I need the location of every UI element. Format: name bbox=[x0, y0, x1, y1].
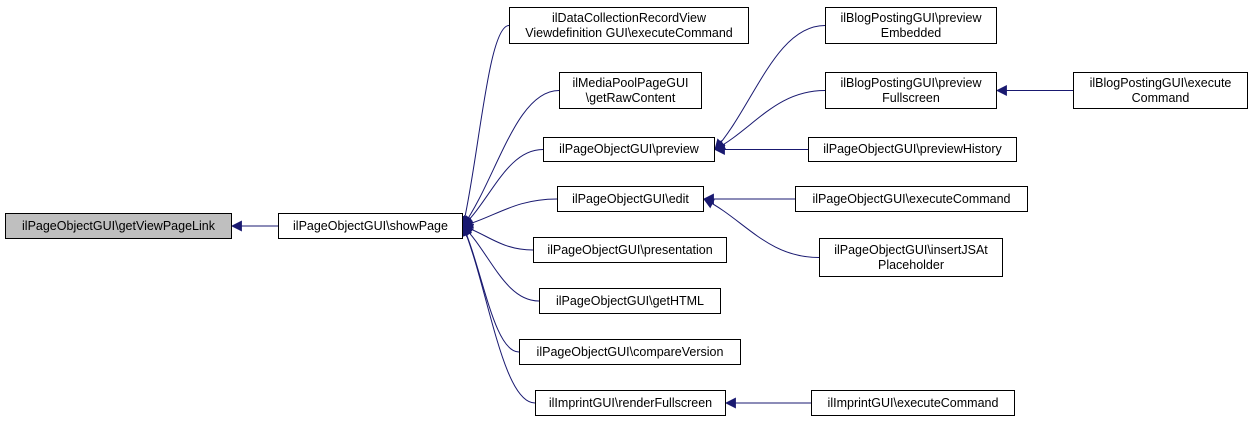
node-label: ilPageObjectGUI\getViewPageLink bbox=[22, 218, 215, 233]
node-pageobject-executecommand[interactable]: ilPageObjectGUI\executeCommand bbox=[795, 186, 1028, 212]
edge-blogembedded-to-preview bbox=[714, 25, 826, 151]
node-imprint-renderfullscreen[interactable]: ilImprintGUI\renderFullscreen bbox=[535, 390, 726, 416]
edge-compare-to-showpage bbox=[461, 224, 520, 353]
node-label: ilPageObjectGUI\preview bbox=[559, 142, 699, 156]
edge-imprintrender-to-showpage bbox=[461, 224, 536, 404]
node-label-line-2: Embedded bbox=[880, 25, 942, 40]
node-label-line-1: ilBlogPostingGUI\preview bbox=[840, 75, 982, 90]
node-label-line-1: ilPageObjectGUI\insertJSAt bbox=[834, 242, 988, 257]
node-label-line-2: Viewdefinition GUI\executeCommand bbox=[525, 25, 733, 40]
node-compareversion[interactable]: ilPageObjectGUI\compareVersion bbox=[519, 339, 741, 365]
node-label: ilPageObjectGUI\presentation bbox=[547, 242, 713, 257]
node-preview[interactable]: ilPageObjectGUI\preview bbox=[543, 137, 715, 162]
node-datacollection-executecommand[interactable]: ilDataCollectionRecordView Viewdefinitio… bbox=[509, 7, 749, 44]
edge-datacollection-to-showpage bbox=[459, 25, 510, 228]
node-label: ilImprintGUI\executeCommand bbox=[827, 395, 999, 410]
node-previewhistory[interactable]: ilPageObjectGUI\previewHistory bbox=[808, 137, 1017, 162]
node-getviewpagelink[interactable]: ilPageObjectGUI\getViewPageLink bbox=[5, 213, 232, 239]
node-label-line-1: ilBlogPostingGUI\execute bbox=[1089, 75, 1232, 90]
node-blogposting-executecommand[interactable]: ilBlogPostingGUI\execute Command bbox=[1073, 72, 1248, 109]
node-presentation[interactable]: ilPageObjectGUI\presentation bbox=[533, 237, 727, 263]
node-label: ilPageObjectGUI\showPage bbox=[293, 218, 448, 233]
edge-insertjs-to-edit bbox=[703, 198, 820, 258]
node-label: ilImprintGUI\renderFullscreen bbox=[548, 395, 713, 410]
node-label: ilPageObjectGUI\compareVersion bbox=[536, 344, 724, 359]
node-gethtml[interactable]: ilPageObjectGUI\getHTML bbox=[539, 288, 721, 314]
edge-blogfull-to-preview bbox=[714, 90, 826, 151]
node-label-line-1: ilMediaPoolPageGUI bbox=[572, 75, 689, 90]
node-blogposting-previewfullscreen[interactable]: ilBlogPostingGUI\preview Fullscreen bbox=[825, 72, 997, 109]
edge-preview-to-showpage bbox=[462, 149, 544, 227]
node-label-line-1: ilDataCollectionRecordView bbox=[551, 10, 706, 25]
node-label-line-1: ilBlogPostingGUI\preview bbox=[840, 10, 982, 25]
node-label-line-2: Command bbox=[1131, 90, 1190, 105]
node-label: ilPageObjectGUI\previewHistory bbox=[823, 142, 1002, 156]
node-imprint-executecommand[interactable]: ilImprintGUI\executeCommand bbox=[811, 390, 1015, 416]
node-edit[interactable]: ilPageObjectGUI\edit bbox=[557, 186, 704, 212]
node-label-line-2: \getRawContent bbox=[585, 90, 676, 105]
node-insertjsatplaceholder[interactable]: ilPageObjectGUI\insertJSAt Placeholder bbox=[819, 238, 1003, 277]
edge-edit-to-showpage bbox=[461, 198, 558, 229]
node-label-line-2: Fullscreen bbox=[882, 90, 940, 105]
node-blogposting-previewembedded[interactable]: ilBlogPostingGUI\preview Embedded bbox=[825, 7, 997, 44]
node-label: ilPageObjectGUI\edit bbox=[572, 191, 689, 206]
node-label: ilPageObjectGUI\getHTML bbox=[556, 293, 704, 308]
edge-mediapool-to-showpage bbox=[462, 90, 560, 227]
edge-gethtml-to-showpage bbox=[462, 225, 540, 302]
node-showpage[interactable]: ilPageObjectGUI\showPage bbox=[278, 213, 463, 239]
node-label-line-2: Placeholder bbox=[877, 257, 944, 272]
node-mediapool-getrawcontent[interactable]: ilMediaPoolPageGUI \getRawContent bbox=[559, 72, 702, 109]
node-label: ilPageObjectGUI\executeCommand bbox=[812, 191, 1011, 206]
